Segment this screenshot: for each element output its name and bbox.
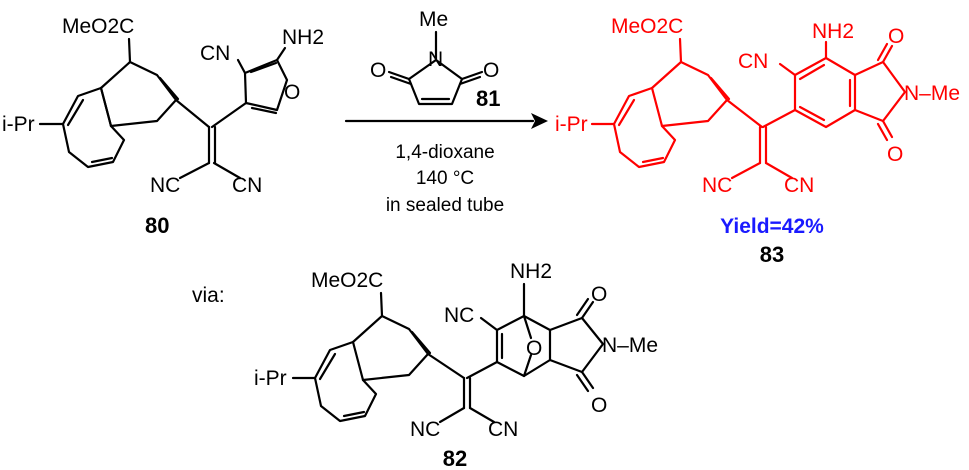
reactant-cn-left-label: NC [150,174,180,197]
product-cn-right-label: CN [784,174,814,197]
compound-82-structure [291,282,605,424]
intermediate-o-bottom-label: O [591,394,607,417]
reactant-ipr-label: i-Pr [2,113,35,136]
compound-80-number: 80 [145,213,169,238]
product-o-top-label: O [888,25,904,48]
intermediate-cn-right-label: CN [488,418,518,441]
via-label: via: [192,284,225,307]
intermediate-nc-top-label: NC [444,304,474,327]
reagent-me-label: Me [419,8,448,31]
product-n-me-label: N–Me [904,82,960,105]
reactant-cn-right-label: CN [232,174,262,197]
product-cn-top-label: CN [738,50,768,73]
reactant-cn-top-label: CN [200,42,230,65]
compound-81-structure [387,30,484,106]
intermediate-cn-left-label: NC [410,418,440,441]
reactant-nh2-label: NH2 [282,26,324,49]
reagent-o-right-label: O [483,59,499,82]
intermediate-o-top-label: O [591,283,607,306]
reagent-n-label: N [428,48,443,71]
compound-83-number: 83 [760,242,784,267]
compound-81-number: 81 [476,86,500,111]
intermediate-n-me-label: N–Me [602,334,658,357]
condition-solvent: 1,4-dioxane [395,142,494,163]
intermediate-ipr-label: i-Pr [254,367,287,390]
reagent-o-left-label: O [370,59,386,82]
intermediate-bridge-o-label: O [526,337,542,360]
product-cn-left-label: NC [702,174,732,197]
reaction-arrow [344,113,548,129]
product-ipr-label: i-Pr [555,113,588,136]
intermediate-nh2-label: NH2 [510,260,552,283]
reactant-furan-o-label: O [284,81,300,104]
condition-temperature: 140 °C [416,168,474,189]
product-yield: Yield=42% [720,215,824,238]
reactant-ester-label: MeO2C [62,15,134,38]
intermediate-ester-label: MeO2C [311,269,383,292]
compound-82-number: 82 [443,446,467,470]
product-o-bottom-label: O [887,143,903,166]
product-ester-label: MeO2C [611,15,683,38]
compound-83-structure [590,37,907,180]
condition-vessel: in sealed tube [386,195,504,216]
product-nh2-label: NH2 [812,20,854,43]
compound-80-structure [38,37,289,180]
